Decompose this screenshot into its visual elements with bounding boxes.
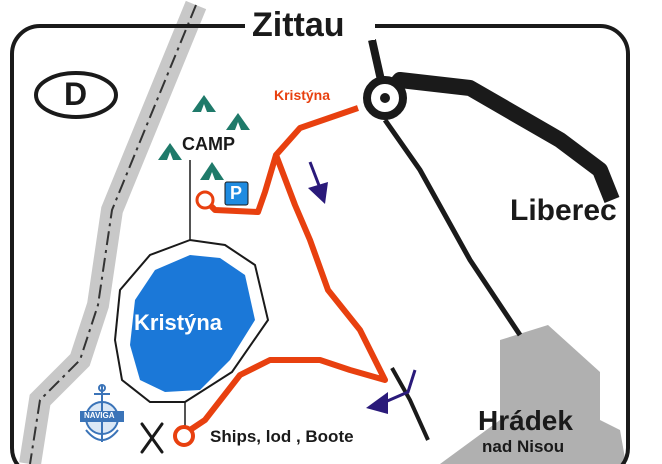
route-start-marker [195,190,215,210]
naviga-anchor-logo [80,384,124,442]
parking-label: P [230,183,243,203]
country-code-label: D [64,76,88,112]
crossed-utensils-icon [140,422,164,454]
railway [382,118,523,337]
parking-icon [224,181,249,206]
tent-icon [200,162,224,180]
direction-arrow-icon [366,369,417,414]
country-oval [34,71,118,119]
city-label-hradek: Hrádek [478,405,573,436]
city-label-liberec: Liberec [510,194,617,227]
camp-label: CAMP [182,134,235,154]
route-end-marker [173,425,195,447]
lake-label: Kristýna [134,310,223,335]
route-main [202,105,359,215]
railway-lower [390,367,430,441]
hradek-area [440,325,626,464]
route-south [182,153,388,437]
city-label-nad-nisou: nad Nisou [482,437,565,456]
tent-icon [192,95,216,112]
state-border [29,4,197,464]
main-road-liberec [378,72,620,203]
naviga-logo-text: NAVIGA [84,411,115,420]
boats-label: Ships, lod , Boote [210,427,354,446]
city-label-zittau: Zittau [252,6,345,44]
direction-arrow-icon [308,161,328,204]
route-label: Kristýna [274,87,331,103]
tent-icon [158,143,182,160]
lake [130,255,255,392]
tent-icon [226,113,250,130]
